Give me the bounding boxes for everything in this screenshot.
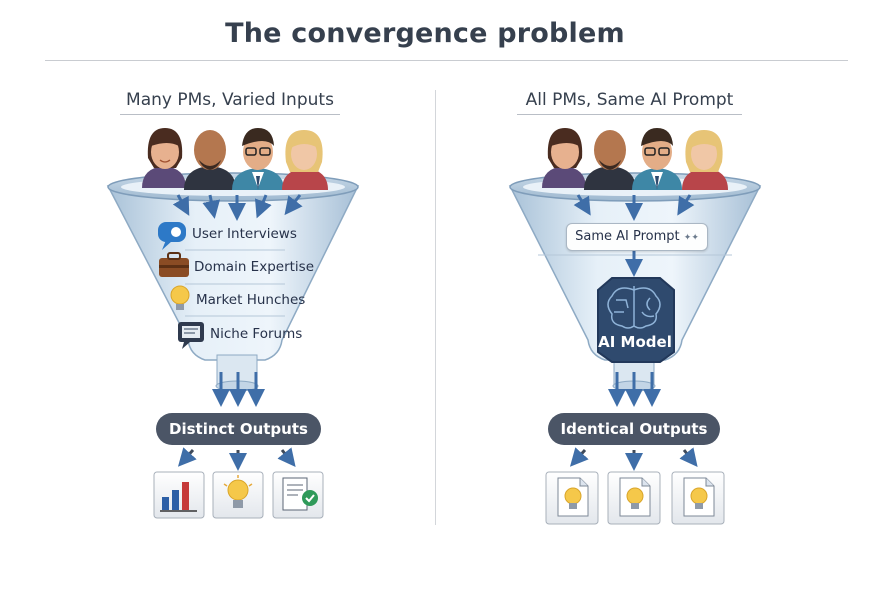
left-input-arrows xyxy=(172,194,303,221)
left-heading-underline xyxy=(120,114,340,115)
sparkle-icon: ✦✦ xyxy=(683,233,699,243)
briefcase-icon xyxy=(159,252,189,277)
output-card-lightbulb xyxy=(212,471,264,519)
left-funnel xyxy=(106,172,360,392)
person-glasses-man-icon xyxy=(232,128,284,190)
left-people xyxy=(142,128,328,190)
same-ai-prompt-box: Same AI Prompt ✦✦ xyxy=(566,223,708,251)
panel-divider xyxy=(435,90,436,525)
output-card-bar-chart xyxy=(153,471,205,519)
diagram-title: The convergence problem xyxy=(225,18,625,49)
right-heading-text: All PMs, Same AI Prompt xyxy=(525,90,734,110)
person-bald-man-icon xyxy=(184,130,236,190)
left-result-arrows xyxy=(177,447,296,471)
left-input-separators xyxy=(185,249,285,317)
right-output-arrows xyxy=(608,372,661,407)
right-heading: All PMs, Same AI Prompt xyxy=(517,90,742,115)
person-blonde-woman-icon xyxy=(682,130,728,190)
person-glasses-man-icon xyxy=(632,128,682,190)
input-label-user-interviews: User Interviews xyxy=(192,226,297,242)
lightbulb-icon xyxy=(170,285,190,310)
ai-brain-chip-icon xyxy=(597,277,675,363)
identical-outputs-label: Identical Outputs xyxy=(548,413,720,445)
forum-screen-icon xyxy=(178,322,204,349)
left-heading-text: Many PMs, Varied Inputs xyxy=(126,90,334,110)
right-heading-underline xyxy=(517,114,742,115)
person-woman-icon xyxy=(142,128,186,188)
input-label-domain-expertise: Domain Expertise xyxy=(194,259,315,275)
output-card-lightbulb-document-2 xyxy=(607,471,661,525)
chat-bubble-icon xyxy=(158,222,186,250)
left-heading: Many PMs, Varied Inputs xyxy=(120,90,340,115)
same-ai-prompt-label: Same AI Prompt xyxy=(575,229,680,244)
person-woman-icon xyxy=(542,128,586,188)
title-divider xyxy=(45,60,848,61)
ai-model-label: AI Model xyxy=(598,333,672,351)
input-label-niche-forums: Niche Forums xyxy=(210,326,303,342)
right-result-arrows xyxy=(569,447,698,471)
person-blonde-woman-icon xyxy=(282,130,328,190)
input-label-market-hunches: Market Hunches xyxy=(196,292,306,308)
distinct-outputs-label: Distinct Outputs xyxy=(156,413,321,445)
output-card-lightbulb-document-1 xyxy=(545,471,599,525)
output-card-checklist xyxy=(272,471,324,519)
left-output-arrows xyxy=(212,372,265,407)
person-bald-man-icon xyxy=(584,130,636,190)
output-card-lightbulb-document-3 xyxy=(671,471,725,525)
right-input-arrows xyxy=(573,194,695,277)
right-people xyxy=(542,128,728,190)
